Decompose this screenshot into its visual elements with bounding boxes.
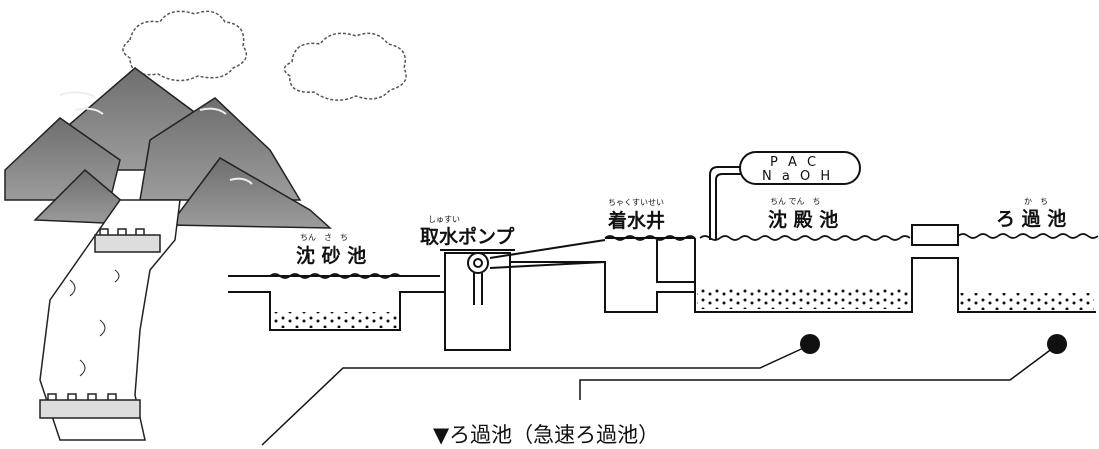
tank-label-naoh: N a O H <box>762 169 833 184</box>
filter-media <box>960 293 1094 310</box>
callout-lines <box>261 344 1058 446</box>
tank-label-pac: P A C <box>770 155 819 170</box>
water-surface <box>269 233 1099 279</box>
cloud-icon <box>283 32 407 101</box>
process-outline <box>228 166 1096 351</box>
filter-basin-ruby: か ち <box>1024 197 1048 206</box>
sand-basin-ruby: ちん さ ち <box>300 233 348 242</box>
mountains-illustration <box>4 67 332 229</box>
pump-icon <box>467 252 489 305</box>
settling-basin-ruby: ちん でん ち <box>770 197 821 206</box>
filter-basin-label: ろ 過 池 <box>996 207 1066 230</box>
callout-dot <box>1047 334 1067 354</box>
callout-dot <box>800 334 820 354</box>
settling-basin-label: 沈 殿 池 <box>768 208 838 231</box>
sand-sediment <box>272 312 398 328</box>
caption: ▼ろ過池（急速ろ過池） <box>433 423 659 447</box>
river-illustration <box>39 199 181 441</box>
chemical-tank: P A C N a O H <box>739 151 861 185</box>
cloud-icon <box>122 10 248 82</box>
sand-basin-label: 沈 砂 池 <box>296 244 366 267</box>
intake-pump-label: 取水ポンプ <box>420 225 515 248</box>
settling-sediment <box>697 287 910 309</box>
intake-pump-ruby: しゅすい <box>428 215 460 224</box>
receiving-well-ruby: ちゃくすいせい <box>608 198 664 207</box>
receiving-well-label: 着水井 <box>608 209 665 232</box>
